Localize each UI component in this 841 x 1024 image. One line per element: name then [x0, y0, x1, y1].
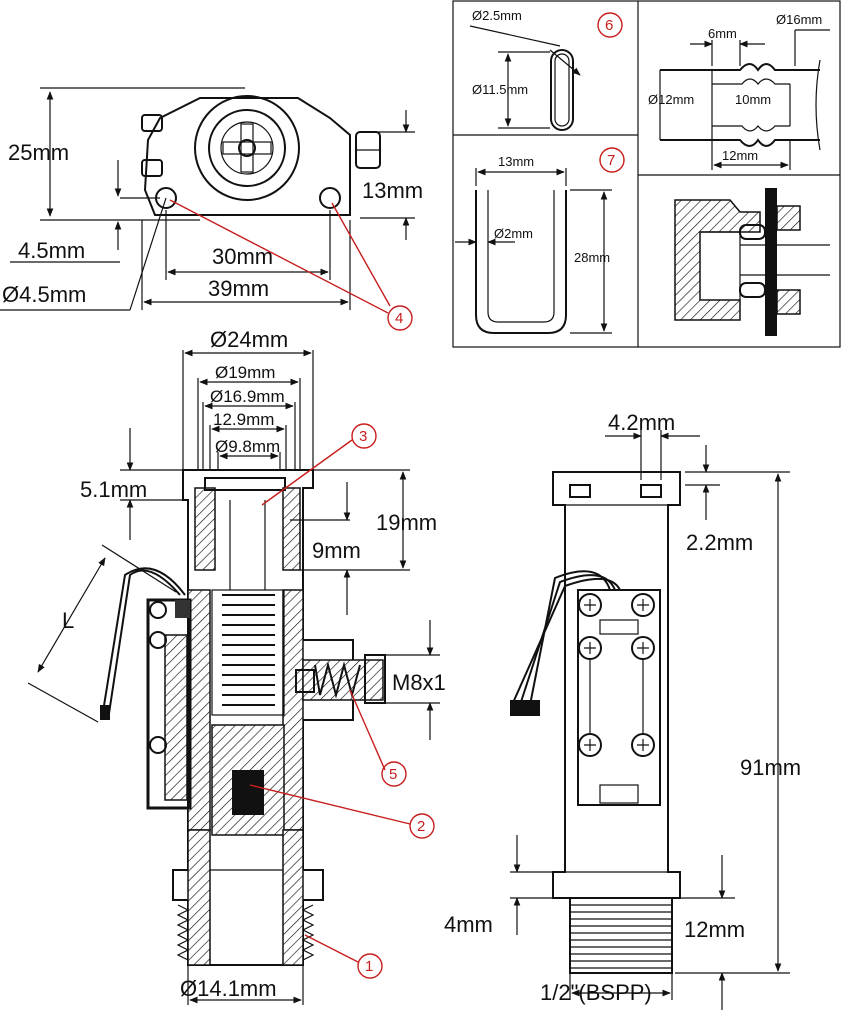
assembly-detail: 7	[599, 147, 830, 336]
callout-6: 6	[605, 17, 613, 34]
oring-cord-label: Ø2.5mm	[472, 8, 522, 23]
d169-label: Ø16.9mm	[210, 387, 285, 406]
pipe-innerlen-label: 10mm	[735, 92, 771, 107]
depth9-label: 9mm	[312, 538, 361, 563]
spring	[211, 589, 285, 716]
callout-4: 4	[395, 310, 403, 327]
d19-label: Ø19mm	[215, 363, 275, 382]
callout-3: 3	[359, 428, 367, 445]
clip-width-label: 13mm	[498, 154, 534, 169]
depth19-label: 19mm	[376, 510, 437, 535]
pipe-detail: Ø12mm 6mm Ø16mm 10mm 12mm	[648, 12, 830, 170]
d98-label: Ø9.8mm	[215, 437, 280, 456]
flange-label: 5.1mm	[80, 477, 147, 502]
side-view: 4.2mm 2.2mm 91mm 4mm 12mm 1/2"(BSPP)	[444, 410, 801, 1010]
callout-5: 5	[389, 766, 397, 783]
slot-width-label: 4.2mm	[608, 410, 675, 435]
clip-wire-label: Ø2mm	[494, 226, 533, 241]
slot-height-label: 2.2mm	[686, 530, 753, 555]
thread-m8-label: M8x1	[392, 670, 446, 695]
pipe-outer-label: Ø16mm	[776, 12, 822, 27]
pipe-groove-label: 6mm	[708, 26, 737, 41]
oring-inner-label: Ø11.5mm	[472, 82, 528, 97]
thread-length-label: 12mm	[684, 917, 745, 942]
hole-dia-label: Ø4.5mm	[2, 282, 86, 307]
oring-detail: Ø2.5mm Ø11.5mm 6	[469, 8, 623, 131]
lead-length-label: L	[62, 608, 74, 633]
detail-panels	[452, 0, 841, 348]
bottom-dia-label: Ø14.1mm	[180, 976, 277, 1001]
hole-spacing-label: 30mm	[212, 244, 273, 269]
pipe-bore-label: Ø12mm	[648, 92, 694, 107]
pipe-length-label: 12mm	[722, 148, 758, 163]
overall-width-label: 39mm	[208, 276, 269, 301]
flange-thickness-label: 4mm	[444, 912, 493, 937]
callout-7: 7	[607, 152, 615, 169]
d24-label: Ø24mm	[210, 327, 288, 352]
screw-group	[578, 593, 655, 757]
top-view: 25mm 13mm 4.5mm Ø4.5mm 30mm 39mm 4	[0, 87, 423, 331]
cross-section: Ø24mm Ø19mm Ø16.9mm 12.9mm Ø9.8mm 5.1mm …	[27, 327, 446, 1005]
callout-2: 2	[417, 818, 425, 835]
side-height-label: 13mm	[362, 178, 423, 203]
thread-spec-label: 1/2"(BSPP)	[540, 980, 652, 1005]
top-height-label: 25mm	[8, 140, 69, 165]
hole-offset-label: 4.5mm	[18, 238, 85, 263]
w129-label: 12.9mm	[213, 410, 274, 429]
clip-detail: 13mm Ø2mm 28mm	[455, 154, 612, 334]
callout-1: 1	[365, 958, 373, 975]
clip-height-label: 28mm	[574, 250, 610, 265]
body-length-label: 91mm	[740, 755, 801, 780]
